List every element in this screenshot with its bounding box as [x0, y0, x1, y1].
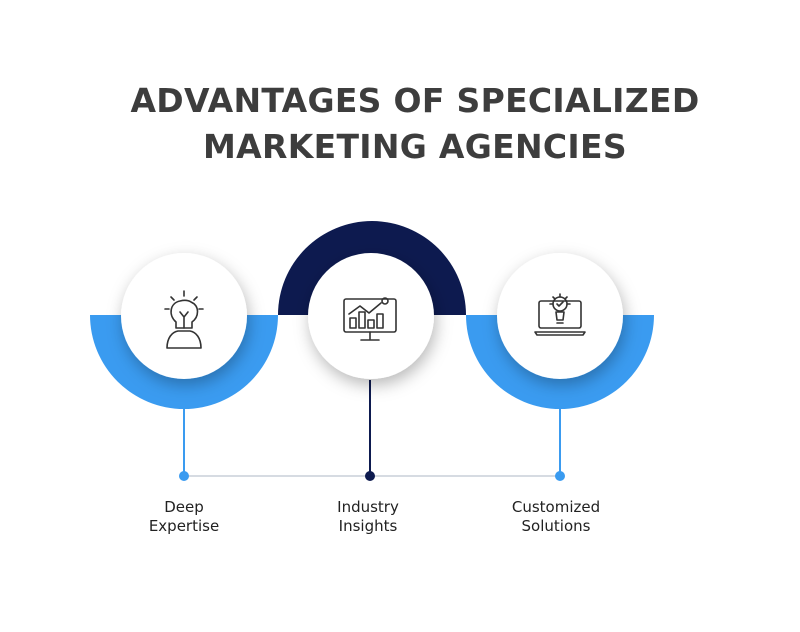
node-industry-insights — [365, 471, 375, 481]
circle-industry-insights — [308, 253, 434, 379]
analytics-monitor-icon — [343, 297, 397, 341]
label-line-1: Industry — [337, 498, 399, 516]
page-title: ADVANTAGES OF SPECIALIZED MARKETING AGEN… — [0, 78, 800, 170]
node-customized-solutions — [555, 471, 565, 481]
label-deep-expertise: Deep Expertise — [114, 498, 254, 536]
node-deep-expertise — [179, 471, 189, 481]
label-industry-insights: Industry Insights — [298, 498, 438, 536]
label-line-2: Insights — [338, 517, 398, 535]
label-customized-solutions: Customized Solutions — [486, 498, 626, 536]
label-line-2: Solutions — [521, 517, 591, 535]
label-line-1: Customized — [511, 498, 601, 516]
title-line-1: ADVANTAGES OF SPECIALIZED — [130, 81, 700, 120]
laptop-gear-icon — [534, 293, 586, 336]
circle-customized-solutions — [497, 253, 623, 379]
lightbulb-head-icon — [164, 290, 204, 349]
title-line-2: MARKETING AGENCIES — [203, 127, 627, 166]
label-line-2: Expertise — [148, 517, 220, 535]
label-line-1: Deep — [164, 498, 204, 516]
